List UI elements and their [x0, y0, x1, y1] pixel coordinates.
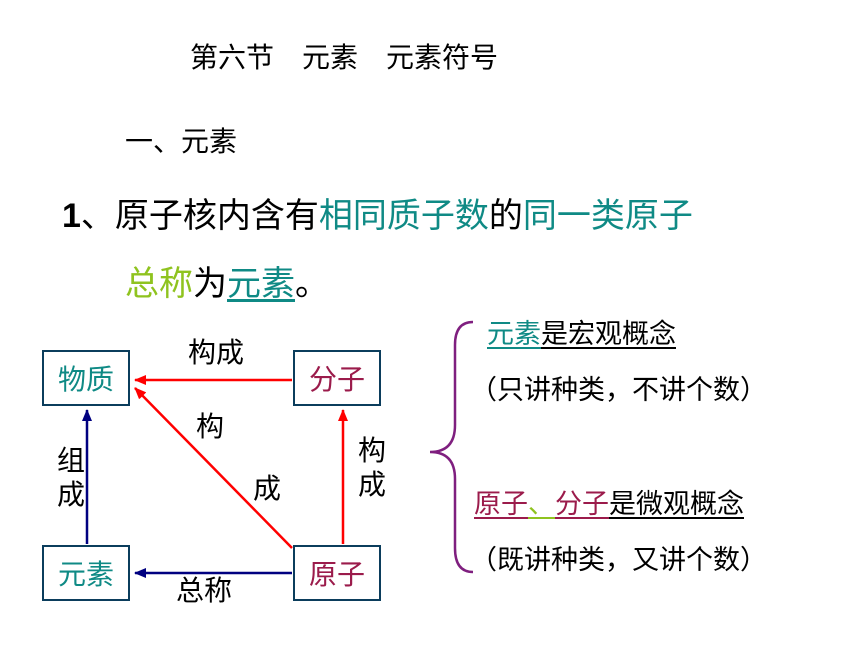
definition-text-b: 的 [488, 196, 523, 236]
definition-term: 元素 [227, 264, 295, 304]
arrow-atom-to-substance [134, 387, 293, 549]
note-micro: 原子、分子是微观概念 [474, 482, 744, 521]
box-substance: 物质 [42, 350, 130, 406]
definition-text-c: 为 [193, 264, 227, 304]
definition-number: 1 [62, 197, 81, 235]
definition-highlight-proton: 相同质子数 [318, 196, 489, 236]
label-atom-molecule-part2: 成 [357, 468, 386, 501]
note-micro-term-molecule: 分子 [555, 489, 609, 520]
definition-line-1: 1、原子核内含有相同质子数的同一类原子 [62, 188, 693, 237]
note-macro-detail: （只讲种类，不讲个数） [470, 375, 767, 406]
box-molecule: 分子 [293, 350, 381, 406]
page-title: 第六节 元素 元素符号 [190, 41, 499, 74]
label-atom-element: 总称 [176, 574, 233, 607]
note-micro-text: 是微观概念 [609, 489, 744, 520]
label-element-substance-part2: 成 [56, 478, 85, 511]
box-atom: 原子 [293, 545, 381, 601]
note-micro-term-atom: 原子 [474, 489, 528, 520]
definition-highlight-atoms: 同一类原子 [522, 196, 693, 236]
note-micro-detail: （既讲种类，又讲个数） [470, 545, 767, 576]
definition-highlight-general: 总称 [125, 264, 193, 304]
label-element-substance-part1: 组 [56, 444, 85, 477]
label-molecule-substance: 构成 [188, 336, 245, 369]
label-diagonal-part2: 成 [253, 472, 282, 505]
definition-text-a: 、原子核内含有 [80, 196, 319, 236]
label-diagonal-part1: 构 [196, 410, 225, 443]
definition-period: 。 [295, 264, 329, 304]
note-macro: 元素是宏观概念 [487, 312, 676, 351]
note-macro-text: 是宏观概念 [541, 319, 676, 350]
box-element: 元素 [42, 545, 130, 601]
definition-line-2: 总称为元素。 [125, 256, 329, 305]
section-heading: 一、元素 [125, 125, 238, 158]
note-macro-term: 元素 [487, 319, 541, 350]
note-micro-separator: 、 [528, 489, 555, 520]
curly-brace [429, 320, 474, 574]
label-atom-molecule-part1: 构 [357, 434, 386, 467]
